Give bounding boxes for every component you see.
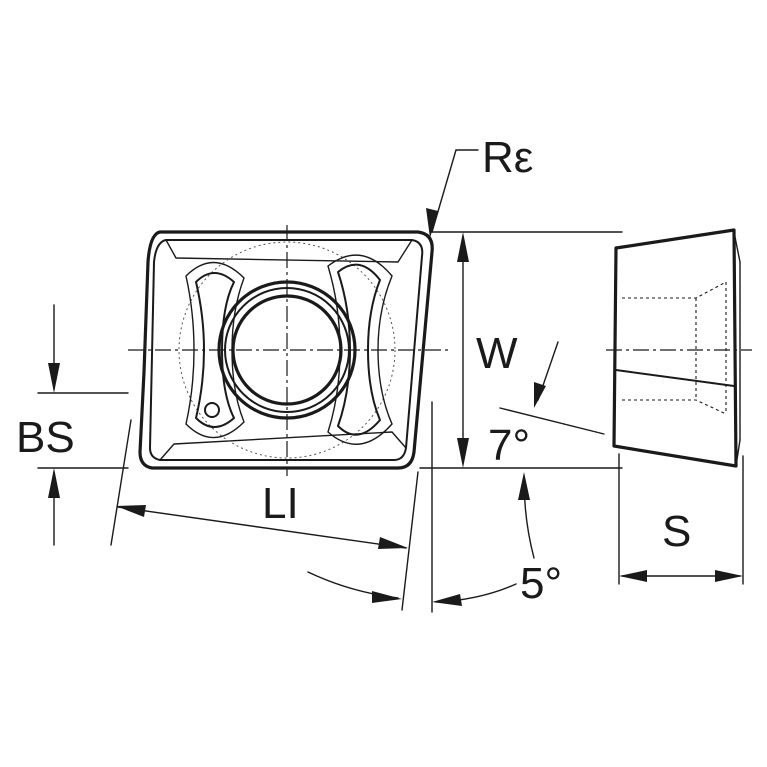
angle-7-label: 7° bbox=[488, 421, 530, 470]
w-label: W bbox=[476, 329, 518, 378]
side-view-hidden-lines bbox=[622, 281, 727, 415]
angle-7-dimension bbox=[499, 341, 605, 435]
corner-radius-label: Rε bbox=[482, 133, 533, 182]
insert-outline bbox=[138, 230, 434, 470]
insert-top-view bbox=[128, 225, 448, 476]
marking-dot bbox=[204, 402, 220, 418]
li-dimension bbox=[110, 419, 419, 611]
insert-facet-lines bbox=[159, 239, 413, 461]
bs-label: BS bbox=[16, 413, 75, 462]
angle-5-label: 5° bbox=[520, 559, 562, 608]
angle-5-dimension bbox=[307, 401, 535, 613]
bs-dimension bbox=[37, 304, 129, 546]
screw-hole-inner bbox=[231, 294, 343, 406]
insert-inscribed-circle bbox=[178, 241, 396, 459]
s-dimension bbox=[618, 453, 744, 585]
w-dimension bbox=[419, 231, 623, 469]
side-view-outline bbox=[612, 228, 738, 468]
insert-chamfer-contour bbox=[149, 239, 424, 461]
insert-side-view bbox=[606, 228, 752, 468]
li-label: LI bbox=[262, 479, 299, 528]
s-label: S bbox=[662, 507, 691, 556]
corner-radius-leader bbox=[426, 149, 479, 238]
